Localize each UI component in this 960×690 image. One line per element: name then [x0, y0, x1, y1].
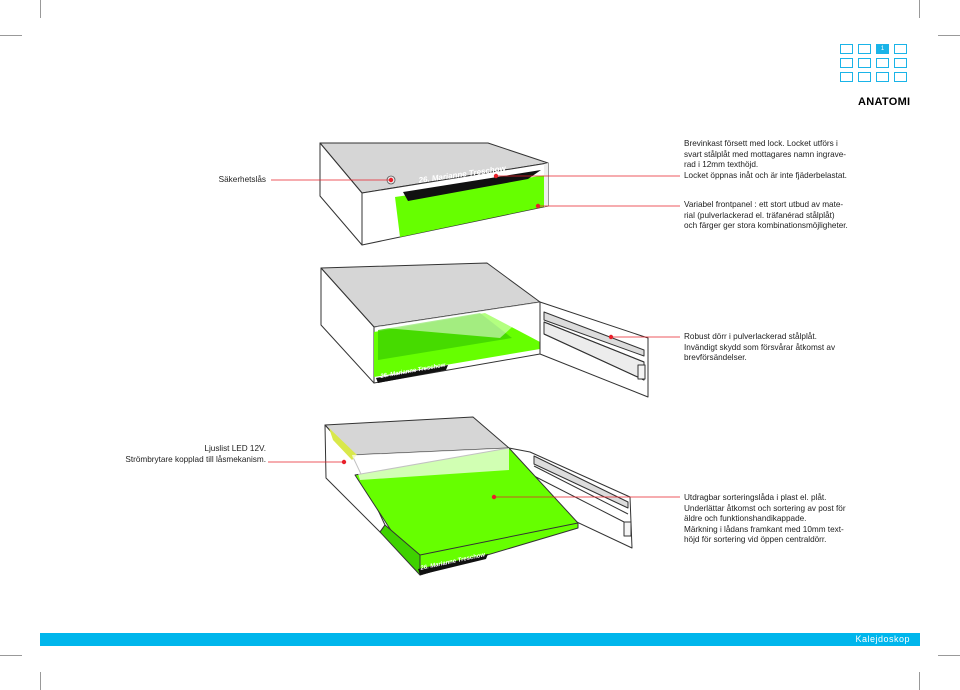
footer-bar: Kalejdoskop [40, 633, 920, 646]
footer-brand: Kalejdoskop [855, 634, 910, 644]
nav-cell[interactable] [840, 44, 853, 54]
callout-tray: Utdragbar sorteringslåda i plast el. plå… [684, 493, 894, 546]
crop-mark [919, 0, 920, 18]
callout-line: Robust dörr i pulverlackerad stålplåt. [684, 332, 817, 341]
page-navigation-grid: 1 [840, 44, 908, 82]
callout-line: svart stålplåt med mottagares namn ingra… [684, 149, 847, 159]
crop-mark [938, 35, 960, 36]
crop-mark [0, 655, 22, 656]
callout-line: Invändigt skydd som försvårar åtkomst av [684, 342, 836, 352]
callout-line: Strömbrytare kopplad till låsmekanism. [125, 454, 266, 464]
callout-lid: Brevinkast försett med lock. Locket utfö… [684, 139, 884, 181]
nav-cell[interactable] [840, 58, 853, 68]
nav-cell[interactable] [858, 44, 871, 54]
callout-lock: Säkerhetslås [218, 175, 266, 184]
nav-cell[interactable] [858, 58, 871, 68]
callout-line: och färger ger stora kombinationsmöjligh… [684, 221, 848, 230]
open-mailbox-door [320, 262, 649, 398]
callout-line: Locket öppnas inåt och är inte fjäderbel… [684, 170, 847, 180]
section-title: ANATOMI [858, 96, 911, 108]
crop-mark [0, 35, 22, 36]
callout-line: Brevinkast försett med lock. Locket utfö… [684, 139, 838, 148]
callout-front: Variabel frontpanel : ett stort utbud av… [684, 200, 884, 232]
callout-line: Underlättar åtkomst och sortering av pos… [684, 503, 846, 513]
callout-line: höjd för sortering vid öppen centraldörr… [684, 535, 827, 544]
nav-cell-active[interactable]: 1 [876, 44, 889, 54]
nav-cell[interactable] [876, 72, 889, 82]
callout-line: Ljuslist LED 12V. [204, 444, 266, 453]
callout-line: Utdragbar sorteringslåda i plast el. plå… [684, 493, 827, 502]
callout-line: rad i 12mm texthöjd. [684, 160, 759, 169]
nav-cell[interactable] [840, 72, 853, 82]
callout-line: brevförsändelser. [684, 353, 747, 362]
callout-lines [268, 173, 680, 500]
closed-mailbox [319, 142, 549, 246]
callout-line: Variabel frontpanel : ett stort utbud av… [684, 200, 844, 209]
callout-door: Robust dörr i pulverlackerad stålplåt. I… [684, 332, 884, 364]
callout-line: äldre och funktionshandikappade. [684, 514, 807, 523]
callout-led: Ljuslist LED 12V. Strömbrytare kopplad t… [90, 444, 266, 465]
crop-mark [40, 0, 41, 18]
nav-cell[interactable] [894, 72, 907, 82]
crop-mark [40, 672, 41, 690]
callout-line: rial (pulverlackerad el. träfanérad stål… [684, 210, 835, 220]
nav-cell[interactable] [894, 58, 907, 68]
crop-mark [938, 655, 960, 656]
crop-mark [919, 672, 920, 690]
nav-cell[interactable] [876, 58, 889, 68]
open-mailbox-drawer [324, 416, 633, 576]
nav-active-label: 1 [880, 46, 885, 52]
nav-cell[interactable] [894, 44, 907, 54]
callout-line: Märkning i lådans framkant med 10mm text… [684, 524, 844, 534]
nav-cell[interactable] [858, 72, 871, 82]
